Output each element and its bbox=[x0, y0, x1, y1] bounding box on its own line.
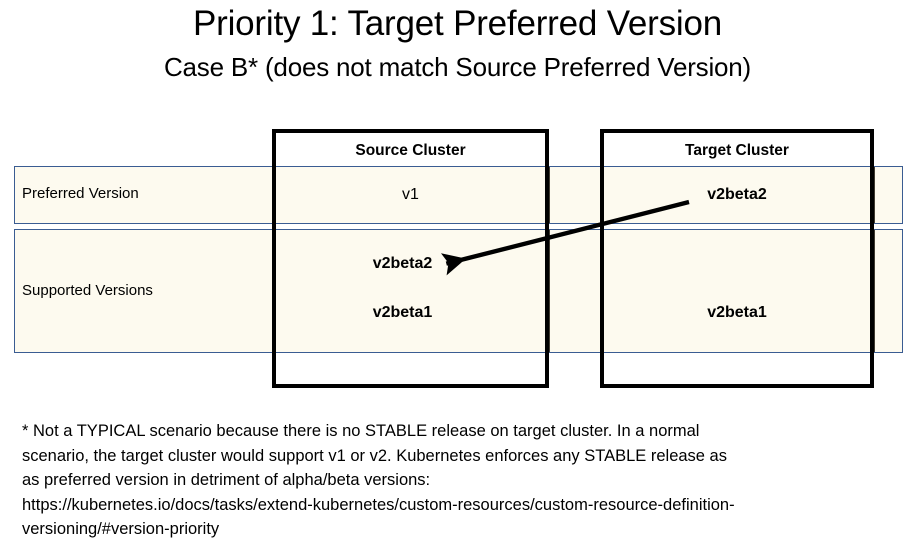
column-separator-source-left bbox=[272, 230, 276, 352]
page-subtitle: Case B* (does not match Source Preferred… bbox=[163, 52, 752, 82]
cell-target-preferred-version: v2beta2 bbox=[707, 186, 767, 203]
footnote-line-2: scenario, the target cluster would suppo… bbox=[22, 446, 727, 465]
cell-target-supported-version-1: v2beta1 bbox=[707, 304, 767, 321]
cell-source-supported-version-2: v2beta1 bbox=[372, 304, 433, 321]
column-header-target-cluster: Target Cluster bbox=[685, 142, 789, 159]
footnote-line-1: * Not a TYPICAL scenario because there i… bbox=[22, 422, 700, 440]
column-separator-target-left bbox=[600, 230, 604, 352]
row-label-preferred-version: Preferred Version bbox=[22, 185, 139, 202]
footnote-line-3: as preferred version in detriment of alp… bbox=[22, 471, 431, 489]
page-title: Priority 1: Target Preferred Version bbox=[192, 4, 723, 43]
column-header-source-cluster: Source Cluster bbox=[355, 142, 466, 159]
column-separator-source-right bbox=[546, 230, 550, 352]
footnote-url-line-1[interactable]: https://kubernetes.io/docs/tasks/extend-… bbox=[22, 495, 735, 514]
footnote-url-line-2[interactable]: versioning/#version-priority bbox=[22, 520, 220, 538]
cell-source-preferred-version: v1 bbox=[402, 186, 419, 203]
footnote: * Not a TYPICAL scenario because there i… bbox=[22, 419, 900, 542]
cell-source-supported-version-1: v2beta2 bbox=[372, 255, 433, 272]
column-separator-target-right bbox=[871, 230, 875, 352]
row-label-supported-versions: Supported Versions bbox=[22, 282, 153, 299]
